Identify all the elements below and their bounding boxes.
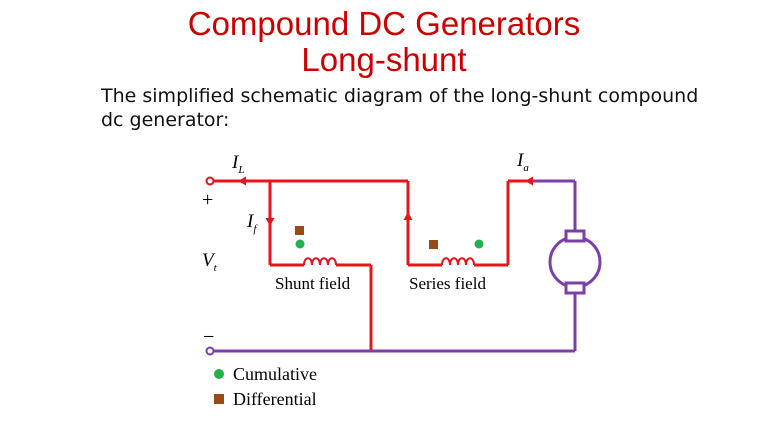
minus-sign: − [203,326,214,348]
series-current-arrow [403,212,413,220]
field-current-label: If [246,211,258,235]
terminal-voltage-label: Vt [202,250,218,274]
load-current-label: IL [231,152,244,176]
legend-differential-icon [214,394,224,404]
armature-current-arrow [525,176,533,186]
description-text: The simplified schematic diagram of the … [101,85,699,131]
series-field-label: Series field [409,274,486,293]
plus-sign: + [202,189,213,211]
legend-cumulative-label: Cumulative [233,364,317,384]
load-current-arrow [238,176,246,186]
title-line-2: Long-shunt [301,41,467,78]
legend-differential-label: Differential [233,389,317,409]
armature-current-label: Ia [516,150,529,174]
series-field-coil [441,257,475,266]
armature-icon [548,229,602,295]
title-line-1: Compound DC Generators [187,5,581,42]
shunt-field-coil [303,257,337,266]
shunt-cumulative-marker [295,239,305,249]
red-wiring [210,179,527,351]
series-differential-marker [429,240,438,249]
purple-wiring [210,179,577,353]
series-cumulative-marker [474,239,484,249]
legend-cumulative-icon [214,369,224,379]
shunt-differential-marker [295,226,304,235]
shunt-field-label: Shunt field [275,274,351,293]
positive-terminal [205,176,215,186]
field-current-arrow [265,218,275,226]
negative-terminal [205,346,215,356]
